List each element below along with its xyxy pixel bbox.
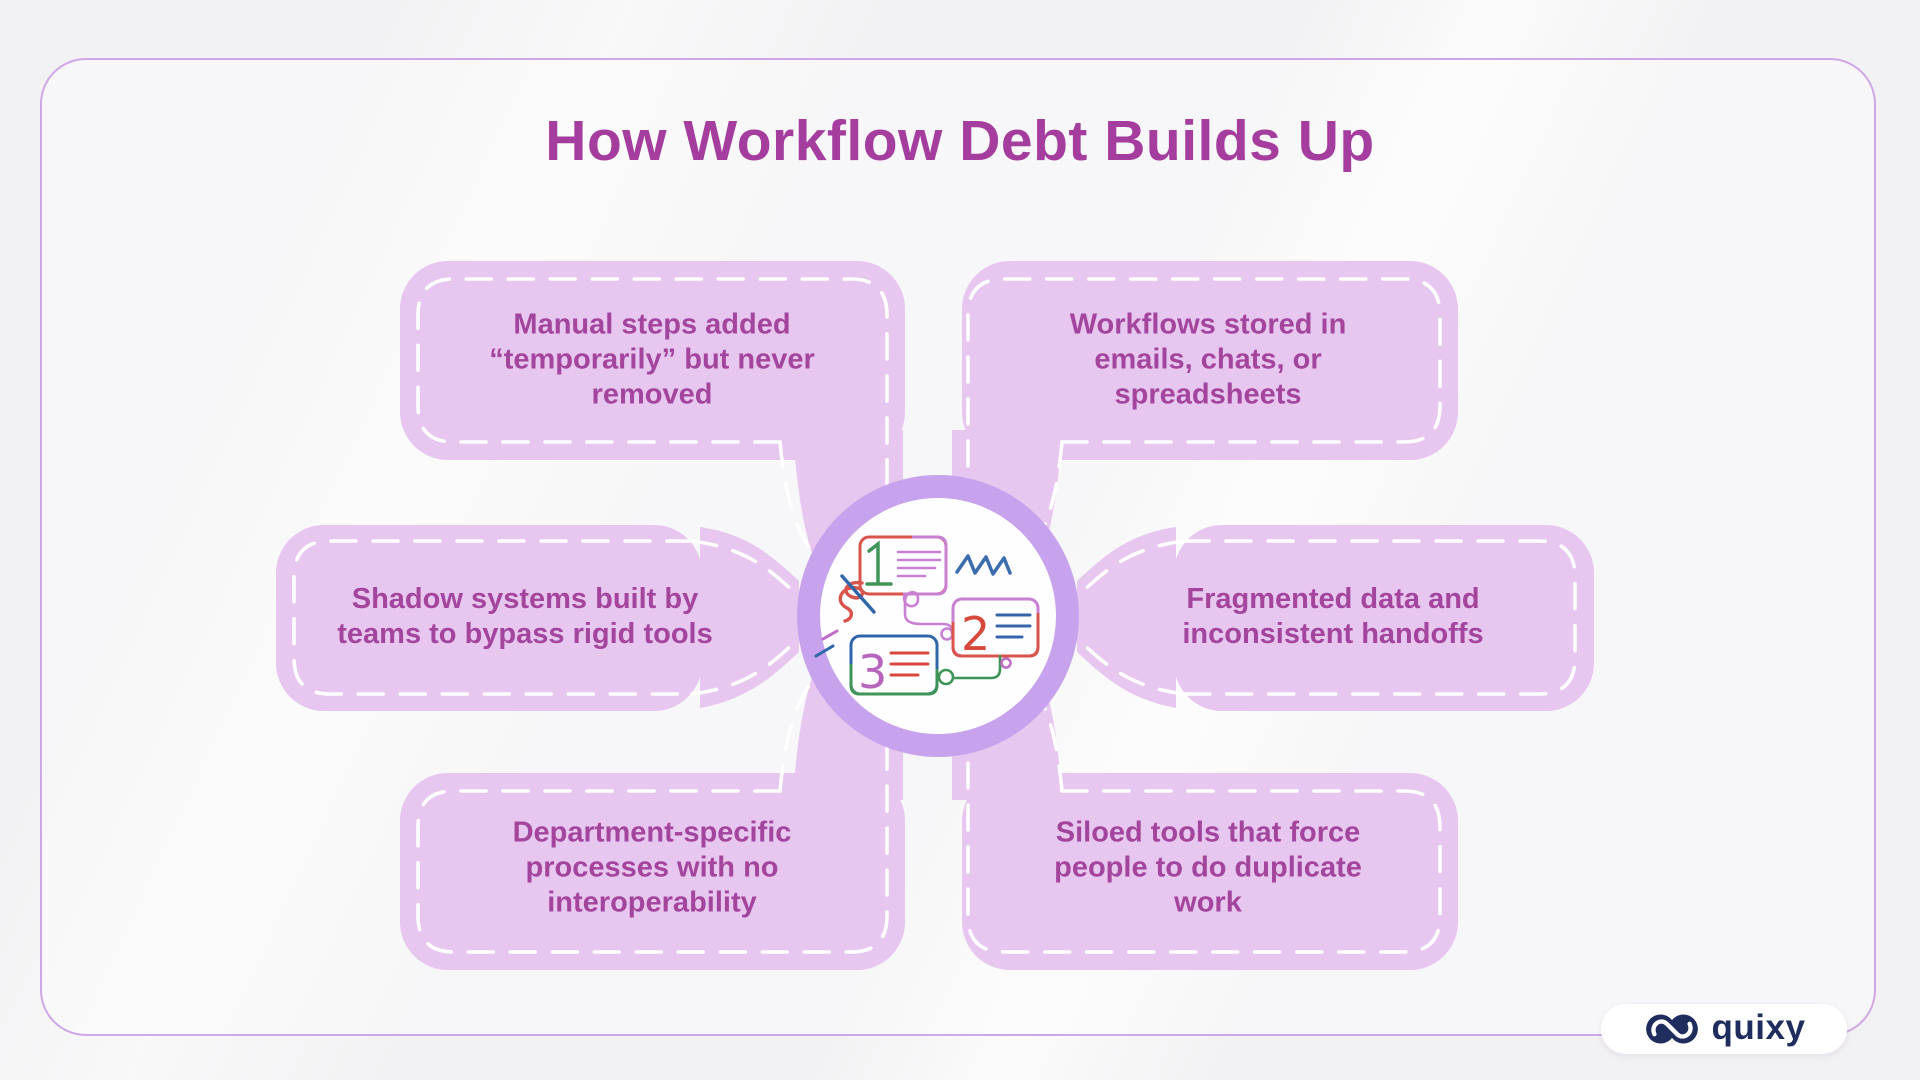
- page-title: How Workflow Debt Builds Up: [545, 109, 1375, 173]
- label-top-left: Manual steps added “temporarily” but nev…: [489, 308, 815, 411]
- label-bottom-right: Siloed tools that force people to do dup…: [1054, 816, 1362, 919]
- step-number-3: 3: [858, 645, 887, 699]
- pen-line-doodle: [840, 574, 876, 614]
- box-bottom-right: [962, 773, 1458, 970]
- box-top-left: [400, 261, 905, 460]
- box-bottom-left: [400, 773, 905, 970]
- boxes: [276, 261, 1594, 970]
- step-number-2: 2: [961, 607, 990, 661]
- label-bottom-left: Department-specific processes with no in…: [512, 816, 792, 919]
- box-top-right: [962, 261, 1458, 460]
- workflow-cards-illustration: 2 3 1: [814, 535, 1040, 699]
- brand-badge: quixy: [1601, 1004, 1847, 1054]
- label-mid-right: Fragmented data and inconsistent handoff…: [1182, 582, 1484, 650]
- box-mid-right: [1174, 525, 1594, 711]
- dot-doodle: [1000, 657, 1012, 669]
- squiggle-doodle: [838, 580, 865, 623]
- zigzag-doodle: [955, 554, 1012, 576]
- connector-2-3: [951, 654, 1002, 680]
- box-mid-left: [276, 525, 702, 711]
- brand-name: quixy: [1711, 1007, 1806, 1047]
- label-mid-left: Shadow systems built by teams to bypass …: [337, 582, 713, 650]
- quixy-infinity-icon: [1645, 1014, 1698, 1044]
- step-number-1-glyph: [865, 540, 893, 586]
- label-top-right: Workflows stored in emails, chats, or sp…: [1069, 308, 1347, 411]
- connector-1-2: [902, 590, 954, 635]
